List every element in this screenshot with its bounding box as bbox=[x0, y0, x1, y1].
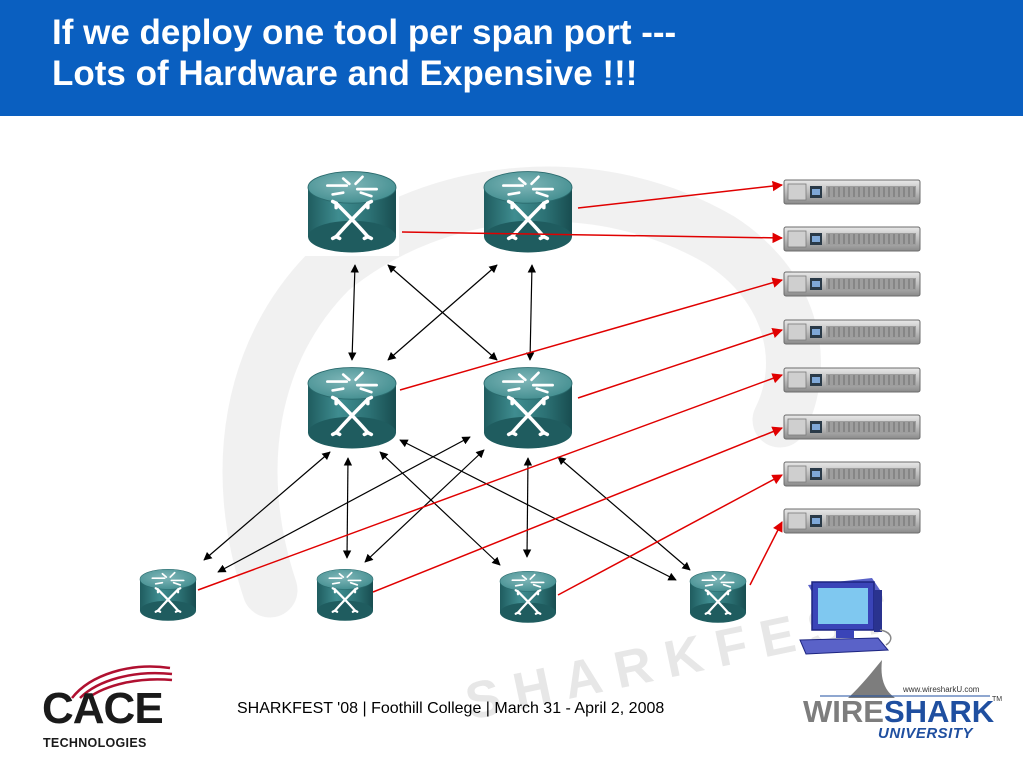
trunk-links bbox=[203, 264, 691, 581]
wireshark-word-part1: WIRE bbox=[803, 694, 884, 729]
wireshark-wordmark: WIRESHARK bbox=[803, 694, 994, 730]
server-7 bbox=[783, 461, 921, 487]
server-2 bbox=[783, 226, 921, 252]
router-icon bbox=[482, 365, 574, 451]
server-rack-icon bbox=[783, 508, 921, 534]
router-icon bbox=[498, 570, 558, 624]
server-6 bbox=[783, 414, 921, 440]
server-rack-icon bbox=[783, 179, 921, 205]
router-icon bbox=[482, 169, 574, 255]
router-access-1 bbox=[138, 568, 198, 622]
router-icon bbox=[688, 570, 748, 624]
cace-logo-subtitle: TECHNOLOGIES bbox=[43, 736, 147, 750]
server-8 bbox=[783, 508, 921, 534]
wireshark-url: www.wiresharkU.com bbox=[903, 685, 980, 694]
span-links bbox=[197, 180, 784, 596]
router-icon bbox=[315, 568, 375, 622]
cace-logo: CACE TECHNOLOGIES bbox=[40, 660, 175, 755]
router-access-2 bbox=[315, 568, 375, 622]
slide-title: If we deploy one tool per span port --- … bbox=[52, 12, 676, 94]
router-dist-1 bbox=[306, 365, 398, 451]
server-rack-icon bbox=[783, 367, 921, 393]
cace-logo-word: CACE bbox=[42, 684, 164, 733]
wireshark-trademark: TM bbox=[992, 696, 1003, 703]
wireshark-fin-icon bbox=[820, 660, 990, 698]
server-1 bbox=[783, 179, 921, 205]
router-access-4 bbox=[688, 570, 748, 624]
footer-text: SHARKFEST '08 | Foothill College | March… bbox=[237, 700, 665, 717]
router-icon bbox=[306, 365, 398, 451]
router-dist-2 bbox=[482, 365, 574, 451]
server-3 bbox=[783, 271, 921, 297]
router-access-3 bbox=[498, 570, 558, 624]
router-icon bbox=[138, 568, 198, 622]
workstation-icon bbox=[799, 578, 892, 655]
server-rack-icon bbox=[783, 319, 921, 345]
title-bar: If we deploy one tool per span port --- … bbox=[0, 0, 1023, 116]
server-rack-icon bbox=[783, 414, 921, 440]
cace-logo-swoosh bbox=[71, 665, 173, 700]
server-rack-icon bbox=[783, 271, 921, 297]
server-4 bbox=[783, 319, 921, 345]
title-line-1: If we deploy one tool per span port --- bbox=[52, 13, 677, 52]
wireshark-word-part2: SHARK bbox=[883, 694, 995, 729]
server-5 bbox=[783, 367, 921, 393]
router-icon bbox=[306, 169, 398, 255]
wireshark-university-word: UNIVERSITY bbox=[878, 725, 974, 742]
router-core-1 bbox=[303, 168, 399, 256]
wireshark-university-logo: www.wiresharkU.com WIRESHARK TM UNIVERSI… bbox=[800, 670, 1003, 750]
title-line-2: Lots of Hardware and Expensive !!! bbox=[52, 54, 638, 93]
server-rack-icon bbox=[783, 226, 921, 252]
router-core-2 bbox=[482, 169, 574, 255]
server-rack-icon bbox=[783, 461, 921, 487]
